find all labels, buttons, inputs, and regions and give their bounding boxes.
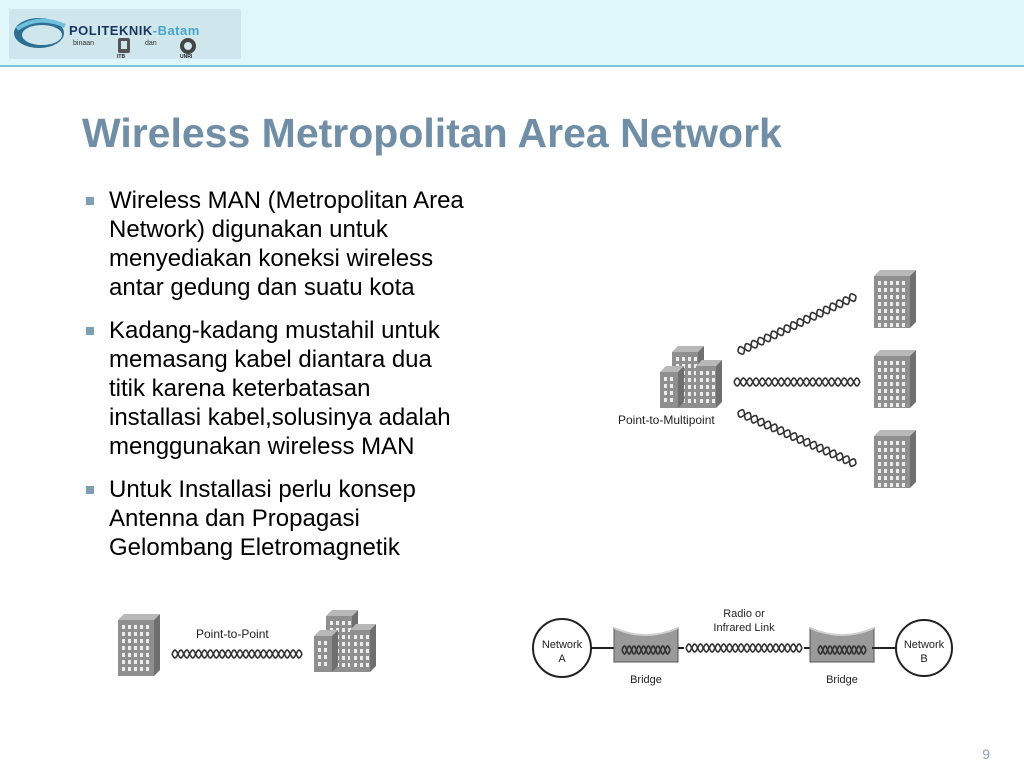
bullet-text: Wireless MAN (Metropolitan Area Network)… xyxy=(109,187,464,301)
building-icon-bottom xyxy=(874,430,916,488)
bullet-square-icon xyxy=(86,327,94,335)
network-a-label: Network xyxy=(542,639,583,651)
point-to-multipoint-diagram: Point-to-Multipoint xyxy=(618,270,916,488)
bullet-item: Untuk Installasi perlu konsep Antenna da… xyxy=(86,475,546,562)
building-icon-left xyxy=(118,614,160,676)
bridge-left-label: Bridge xyxy=(630,674,662,686)
point-to-multipoint-label: Point-to-Multipoint xyxy=(618,413,715,427)
bridge-icon-right xyxy=(809,627,875,663)
link-label-line1: Radio or xyxy=(723,608,765,620)
bullet-item: Wireless MAN (Metropolitan Area Network)… xyxy=(86,186,546,302)
building-cluster-icon xyxy=(660,346,722,408)
building-icon-top xyxy=(874,270,916,328)
network-b-node: Network B xyxy=(895,619,953,677)
wireless-signal-icon xyxy=(685,643,803,653)
network-a-node: Network A xyxy=(532,618,592,678)
building-cluster-icon xyxy=(314,610,376,672)
header-band: POLITEKNIK-Batam binaan dan ITB UNRI xyxy=(0,0,1024,67)
network-b-letter: B xyxy=(920,653,927,665)
wireless-signal-icon xyxy=(171,649,303,659)
bullet-list: Wireless MAN (Metropolitan Area Network)… xyxy=(86,186,546,576)
bullet-text: Kadang-kadang mustahil untuk memasang ka… xyxy=(109,317,451,460)
point-to-point-label: Point-to-Point xyxy=(196,627,269,641)
bullet-square-icon xyxy=(86,197,94,205)
unri-crest-icon xyxy=(180,38,196,54)
crest-label-unri: UNRI xyxy=(180,54,193,60)
logo-sub-dan: dan xyxy=(145,40,157,47)
logo-swoosh-icon xyxy=(14,18,66,48)
building-icon-middle xyxy=(874,350,916,408)
bridge-right-label: Bridge xyxy=(826,674,858,686)
point-to-point-diagram: Point-to-Point xyxy=(118,610,376,676)
politeknik-batam-logo: POLITEKNIK-Batam binaan dan ITB UNRI xyxy=(9,9,241,60)
bridge-link-diagram: Network A Network B Radio or Infrared Li… xyxy=(532,608,953,686)
wireless-signal-icon xyxy=(733,377,861,387)
wireless-signal-icon xyxy=(737,409,857,467)
bullet-text: Untuk Installasi perlu konsep Antenna da… xyxy=(109,476,416,561)
slide-title: Wireless Metropolitan Area Network xyxy=(82,110,782,156)
bullet-item: Kadang-kadang mustahil untuk memasang ka… xyxy=(86,316,546,461)
network-b-label: Network xyxy=(904,639,945,651)
wireless-signal-icon xyxy=(737,293,857,355)
itb-crest-icon xyxy=(118,38,130,53)
logo-sub-binaan: binaan xyxy=(73,40,95,47)
bullet-square-icon xyxy=(86,486,94,494)
network-a-letter: A xyxy=(558,653,566,665)
link-label-line2: Infrared Link xyxy=(713,622,775,634)
logo-wordmark: POLITEKNIK-Batam xyxy=(69,23,200,38)
bridge-icon-left xyxy=(613,627,679,663)
crest-label-itb: ITB xyxy=(117,54,126,60)
page-number: 9 xyxy=(982,746,990,762)
